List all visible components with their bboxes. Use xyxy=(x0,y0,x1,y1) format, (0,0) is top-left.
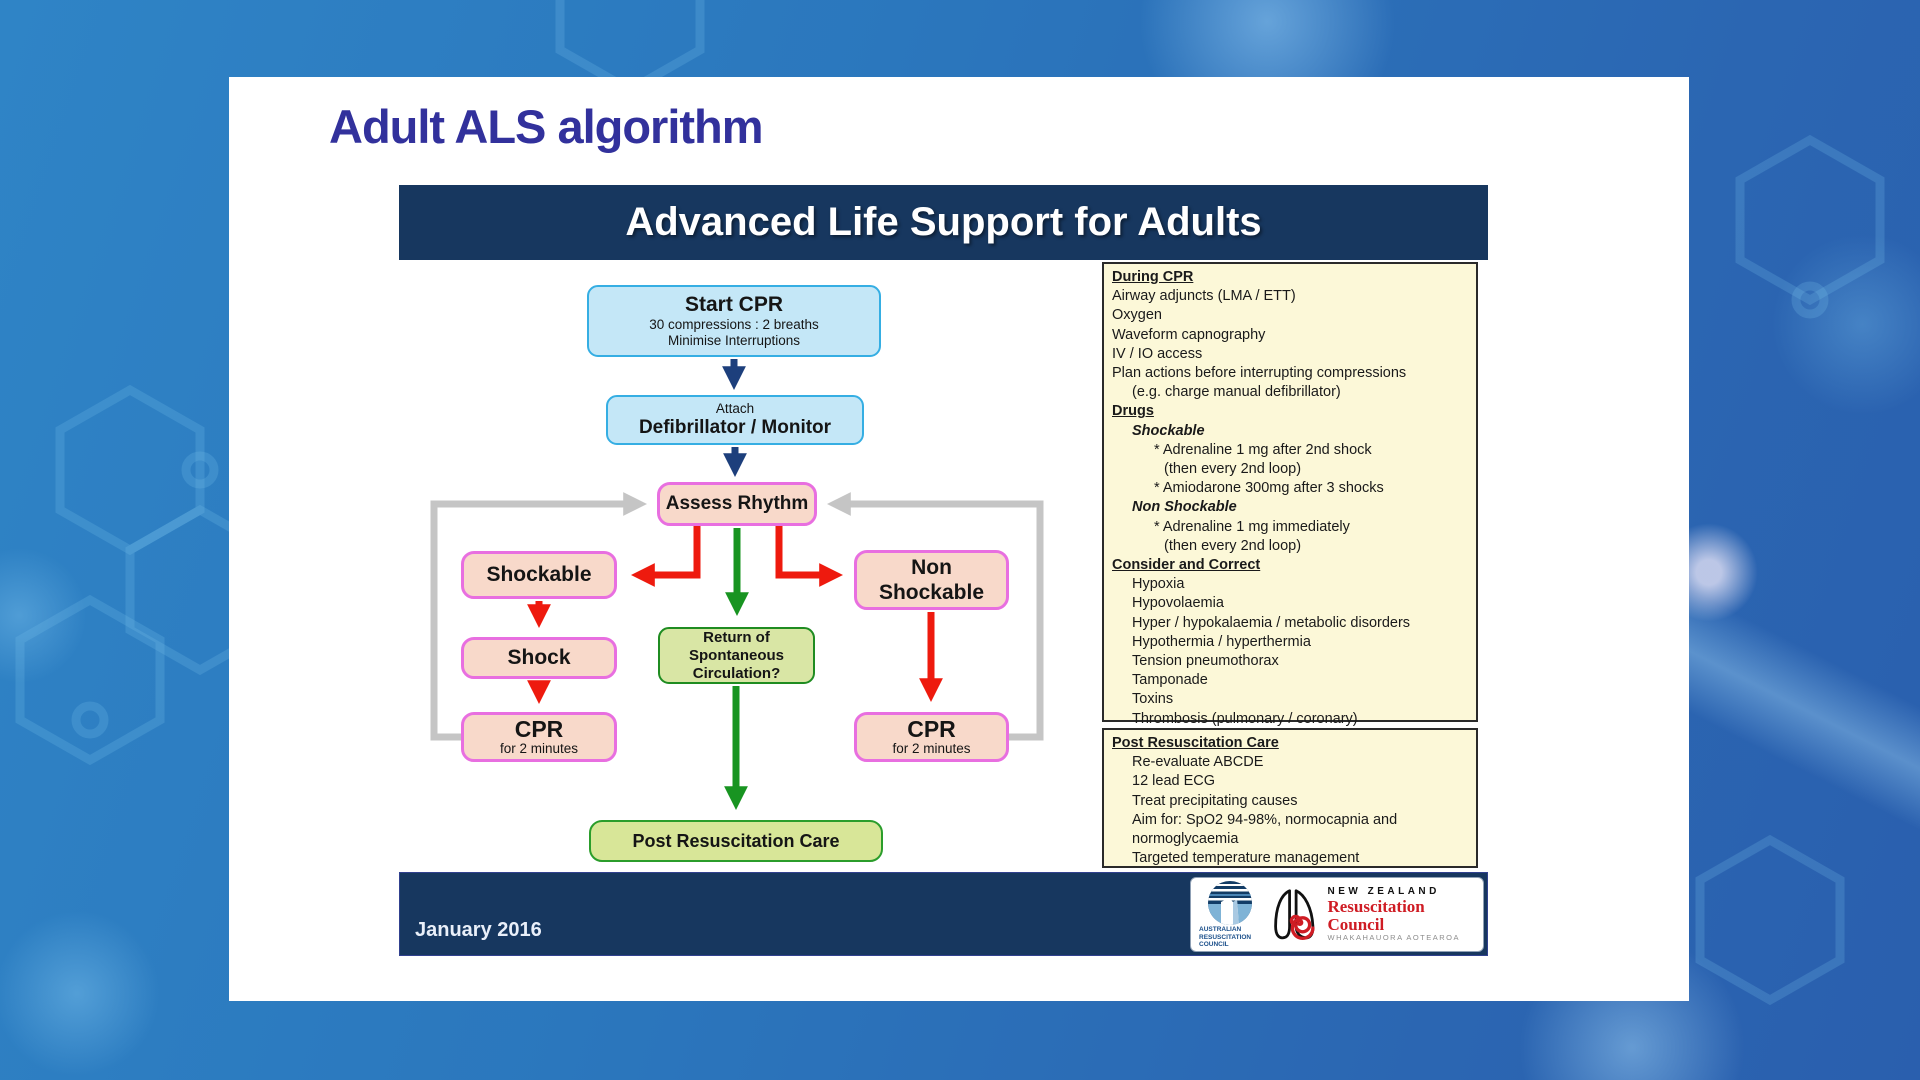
panel-line: (then every 2nd loop) xyxy=(1164,461,1302,478)
box-cpr-right-sub: for 2 minutes xyxy=(892,740,971,756)
panel-line: normoglycaemia xyxy=(1132,831,1239,848)
box-non-shockable-line1: Non xyxy=(911,556,952,579)
panel-line: Treat precipitating causes xyxy=(1132,792,1298,809)
box-rosc-line1: Return of xyxy=(703,628,770,646)
panel-line: Hypothermia / hyperthermia xyxy=(1132,633,1311,650)
panel-line: Airway adjuncts (LMA / ETT) xyxy=(1112,288,1296,305)
box-cpr-left: CPR for 2 minutes xyxy=(461,712,617,762)
arc-logo-caption: Australian Resuscitation Council xyxy=(1199,926,1252,949)
box-non-shockable: Non Shockable xyxy=(854,550,1009,610)
banner-title: Advanced Life Support for Adults xyxy=(399,185,1488,260)
panel-line: Plan actions before interrupting compres… xyxy=(1112,365,1407,382)
panel-line: Targeted temperature management xyxy=(1132,850,1360,867)
panel-line: Tamponade xyxy=(1132,672,1208,689)
box-post-resuscitation-label: Post Resuscitation Care xyxy=(632,830,840,851)
box-post-resuscitation: Post Resuscitation Care xyxy=(589,820,883,862)
during-cpr-panel: During CPR Airway adjuncts (LMA / ETT) Oxy… xyxy=(1102,262,1478,727)
panel-line: Drugs xyxy=(1112,403,1154,420)
box-attach-defibrillator: Attach Defibrillator / Monitor xyxy=(606,395,864,445)
box-attach-line2: Defibrillator / Monitor xyxy=(638,417,832,438)
box-start-cpr-title: Start CPR xyxy=(684,293,784,316)
panel-line: Consider and Correct xyxy=(1112,557,1261,574)
panel-line: (then every 2nd loop) xyxy=(1164,537,1302,554)
arc-logo-icon xyxy=(1208,881,1252,926)
box-rosc: Return of Spontaneous Circulation? xyxy=(658,627,815,684)
flowchart-connectors xyxy=(430,359,1044,810)
panel-line: Post Resuscitation Care xyxy=(1112,735,1279,751)
panel-line: Re-evaluate ABCDE xyxy=(1132,754,1264,771)
nzrc-lungs-icon xyxy=(1274,888,1315,940)
box-start-cpr: Start CPR 30 compressions : 2 breaths Mi… xyxy=(587,285,881,357)
panel-line: Tension pneumothorax xyxy=(1132,653,1279,670)
box-start-cpr-line1: 30 compressions : 2 breaths xyxy=(649,317,819,332)
panel-line: Shockable xyxy=(1132,422,1205,439)
box-assess-label: Assess Rhythm xyxy=(665,493,809,514)
panel-line: IV / IO access xyxy=(1112,345,1203,362)
panel-line: Thrombosis (pulmonary / coronary) xyxy=(1132,710,1358,727)
page-title: Adult ALS algorithm xyxy=(329,100,764,153)
box-shockable: Shockable xyxy=(461,551,617,599)
flowchart: Start CPR 30 compressions : 2 breaths Mi… xyxy=(399,260,1099,870)
arc-logo: Australian Resuscitation Council xyxy=(1199,880,1261,949)
panel-line: * Amiodarone 300mg after 3 shocks xyxy=(1154,480,1384,497)
panel-line: Oxygen xyxy=(1112,307,1162,324)
panel-line: Hypovolaemia xyxy=(1132,595,1224,612)
box-cpr-left-sub: for 2 minutes xyxy=(499,740,579,756)
box-start-cpr-line2: Minimise Interruptions xyxy=(667,333,801,348)
footer-date: January 2016 xyxy=(415,919,542,941)
box-rosc-line3: Circulation? xyxy=(692,664,781,682)
box-cpr-right-title: CPR xyxy=(907,715,956,742)
box-shock: Shock xyxy=(461,637,617,679)
box-assess-rhythm: Assess Rhythm xyxy=(657,482,817,526)
nzrc-line3: WHAKAHAUORA AOTEAROA xyxy=(1327,932,1461,942)
nzrc-logo-text: NEW ZEALAND Resuscitation Council WHAKAH… xyxy=(1327,887,1475,941)
box-attach-line1: Attach xyxy=(715,401,755,416)
panel-line: Non Shockable xyxy=(1132,499,1237,516)
panel-line: * Adrenaline 1 mg after 2nd shock xyxy=(1154,441,1372,458)
nzrc-line1: NEW ZEALAND xyxy=(1327,886,1440,898)
slide: Adult ALS algorithm Advanced Life Suppor… xyxy=(229,77,1689,1001)
box-cpr-left-title: CPR xyxy=(514,715,564,742)
logo-box: Australian Resuscitation Council NEW ZEA… xyxy=(1190,877,1484,952)
panel-line: Waveform capnography xyxy=(1112,326,1266,343)
panel-line: Toxins xyxy=(1132,691,1174,708)
panel-line: Hypoxia xyxy=(1132,576,1185,593)
box-shock-label: Shock xyxy=(507,646,571,669)
footer-bar: January 2016 Australian Re xyxy=(399,872,1488,956)
nzrc-line2: Resuscitation Council xyxy=(1327,896,1425,934)
box-non-shockable-line2: Shockable xyxy=(878,581,985,604)
panel-line: During CPR xyxy=(1112,269,1194,285)
panel-line: Aim for: SpO2 94-98%, normocapnia and xyxy=(1132,811,1398,828)
panel-line: Hyper / hypokalaemia / metabolic disorde… xyxy=(1132,614,1411,631)
panel-line: 12 lead ECG xyxy=(1132,773,1216,790)
box-shockable-label: Shockable xyxy=(486,563,592,586)
box-rosc-line2: Spontaneous xyxy=(688,646,784,664)
panel-line: * Adrenaline 1 mg immediately xyxy=(1154,518,1350,535)
box-cpr-right: CPR for 2 minutes xyxy=(854,712,1009,762)
panel-line: (e.g. charge manual defibrillator) xyxy=(1132,384,1341,401)
